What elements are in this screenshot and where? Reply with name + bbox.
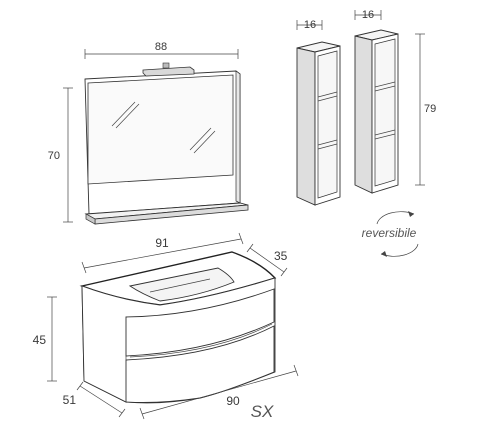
vanity-top-width-tick-right xyxy=(238,232,244,245)
reversible-badge: reversibile xyxy=(362,211,419,257)
reversible-arrow-top-icon xyxy=(376,211,415,225)
vanity-group: 91 35 45 51 90 xyxy=(33,232,299,421)
mirror-reflection-3 xyxy=(189,127,212,151)
column-left-opening xyxy=(317,50,338,199)
column-height-label: 79 xyxy=(424,103,436,115)
reversible-arrowhead-top-icon xyxy=(408,211,414,217)
vanity-drawer-bottom xyxy=(125,325,275,403)
mirror-side-edge xyxy=(235,70,241,204)
vanity-handle-groove xyxy=(129,323,273,358)
reversible-label: reversibile xyxy=(362,226,417,240)
column-left-shelf-2b xyxy=(317,143,338,150)
column-right-side xyxy=(354,35,373,194)
mirror-reflection-4 xyxy=(193,130,216,154)
column-right-opening xyxy=(374,38,396,187)
mirror-reflection-2 xyxy=(115,103,140,129)
vanity-top-depth-dimension-line xyxy=(249,247,285,273)
vanity-base-width-tick-right xyxy=(293,364,299,377)
vanity-drawer-top xyxy=(125,288,275,357)
vanity-top-width-label: 91 xyxy=(155,236,169,250)
vanity-top-depth-tick-front xyxy=(280,267,288,277)
vanity-depth-dimension-line xyxy=(79,385,123,414)
column-left-side xyxy=(296,47,316,206)
vanity-basin xyxy=(128,267,235,302)
vanity-top-width-dimension-line xyxy=(83,238,242,269)
vanity-top-depth-label: 35 xyxy=(274,249,288,263)
column-left-shelf-2 xyxy=(317,139,338,146)
column-right-shelf-1 xyxy=(374,81,396,88)
mirror-height-label: 70 xyxy=(48,150,60,162)
vanity-depth-tick-back xyxy=(76,381,84,391)
vanity-base-width-label: 90 xyxy=(226,394,240,408)
vanity-depth-label: 51 xyxy=(63,393,77,407)
column-left-depth-label: 16 xyxy=(304,19,316,31)
column-right-shelf-2 xyxy=(374,129,396,136)
mirror-reflection-1 xyxy=(111,101,136,127)
vanity-basin-drain-line xyxy=(149,278,211,293)
mirror-glass xyxy=(87,74,234,185)
reversible-arrow-bottom-icon xyxy=(380,243,419,257)
column-right-depth-label: 16 xyxy=(362,9,374,21)
vanity-base-width-dimension-line xyxy=(141,370,297,415)
mirror-shelf-side xyxy=(85,213,96,225)
column-right-shelf-1b xyxy=(374,85,396,92)
column-units-group: 16 16 79 xyxy=(296,9,436,206)
column-left-shelf-1b xyxy=(317,95,338,102)
column-right-shelf-2b xyxy=(374,133,396,140)
mirror-width-label: 88 xyxy=(155,41,167,53)
vanity-height-label: 45 xyxy=(33,333,47,347)
vanity-side-label: SX xyxy=(251,402,274,421)
vanity-top-depth-tick-back xyxy=(246,243,254,253)
mirror-group: 88 70 xyxy=(48,41,249,225)
vanity-top-width-tick-left xyxy=(81,261,87,274)
vanity-base-width-tick-left xyxy=(139,407,145,420)
mirror-lamp xyxy=(142,66,195,77)
column-left-shelf-1 xyxy=(317,91,338,98)
mirror-lamp-mount xyxy=(162,62,170,69)
reversible-arrowhead-bottom-icon xyxy=(381,251,387,257)
vanity-depth-tick-front xyxy=(118,408,126,418)
